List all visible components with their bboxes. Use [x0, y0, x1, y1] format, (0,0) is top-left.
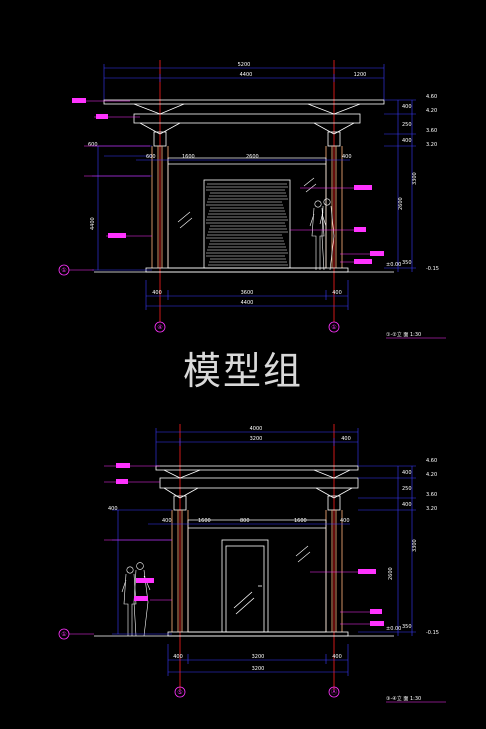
- dim-right-6: 350: [402, 260, 412, 266]
- dim-bot-1: 400: [173, 654, 183, 660]
- axis-bubble-right: ①: [331, 324, 336, 331]
- elev-2: 4.20: [426, 108, 437, 114]
- dim-right-5: 2600: [388, 567, 394, 580]
- elev-3: 3.60: [426, 128, 437, 134]
- dim-right-6: 350: [402, 624, 412, 630]
- dim-right-3: 400: [402, 502, 412, 508]
- elev-5: ±0.00: [386, 262, 401, 268]
- glass-door: [221, 539, 269, 633]
- axis-bubble-right: Ⓐ: [331, 688, 337, 696]
- dim-top-3: 400: [341, 436, 351, 442]
- axis-bubble-left: ⑤: [177, 689, 182, 696]
- roller-shutter: [203, 179, 291, 269]
- elev-1: 4.60: [426, 94, 437, 100]
- elev-1: 4.60: [426, 458, 437, 464]
- dim-right-2: 250: [402, 122, 412, 128]
- dim-top-3: 1200: [354, 72, 367, 78]
- elev-3: 3.60: [426, 492, 437, 498]
- dim-mid-4: 400: [342, 154, 352, 160]
- dim-left-2: 4400: [90, 217, 96, 230]
- dim-mid-2: 1600: [182, 154, 195, 160]
- dim-mid-1: 600: [146, 154, 156, 160]
- caption-bottom: ③-④立 面 1:30: [386, 695, 421, 702]
- people-figures: [309, 198, 335, 271]
- elev-6: -0.15: [426, 266, 439, 272]
- dim-bot-3: 400: [332, 654, 342, 660]
- dim-right-4: 3300: [412, 539, 418, 552]
- dim-mid-4: 1600: [294, 518, 307, 524]
- dim-right-5: 2600: [398, 197, 404, 210]
- roof-lower-beam: [133, 113, 361, 124]
- elev-5: ±0.00: [386, 626, 401, 632]
- caption-top: ①-②立 面 1:30: [386, 331, 421, 338]
- dim-mid-3: 2600: [246, 154, 259, 160]
- roof-top-beam: [103, 99, 385, 105]
- dim-right-3: 400: [402, 138, 412, 144]
- dim-bot-1: 400: [152, 290, 162, 296]
- axis-bubble-grid: ①: [61, 267, 66, 274]
- dim-bot-2: 3600: [241, 290, 254, 296]
- dim-top-2: 3200: [250, 436, 263, 442]
- dim-right-2: 250: [402, 486, 412, 492]
- watermark: 模型组: [182, 349, 303, 393]
- dim-mid-2: 1600: [198, 518, 211, 524]
- dim-left-1: 400: [108, 506, 118, 512]
- dim-left-1: 600: [88, 142, 98, 148]
- dim-right-1: 400: [402, 470, 412, 476]
- dim-top-2: 4400: [240, 72, 253, 78]
- dim-bot-2: 3200: [252, 654, 265, 660]
- axis-bubble-grid: ①: [61, 631, 66, 638]
- elev-4: 3.20: [426, 142, 437, 148]
- dim-right-1: 400: [402, 104, 412, 110]
- dim-bot-total: 3200: [252, 666, 265, 672]
- elev-6: -0.15: [426, 630, 439, 636]
- dim-bot-3: 400: [332, 290, 342, 296]
- dim-bot-total: 4400: [241, 300, 254, 306]
- dim-top-1: 4000: [250, 426, 263, 432]
- dim-mid-3: 800: [240, 518, 250, 524]
- elevation-top: 5200 4400 1200: [58, 60, 446, 339]
- elev-2: 4.20: [426, 472, 437, 478]
- elev-4: 3.20: [426, 506, 437, 512]
- dim-mid-1: 400: [162, 518, 172, 524]
- dim-top-1: 5200: [238, 62, 251, 68]
- axis-bubble-left: ④: [157, 324, 162, 331]
- dim-mid-5: 400: [340, 518, 350, 524]
- dim-right-4: 3300: [412, 172, 418, 185]
- elevation-bottom: 4000 3200 400: [58, 424, 446, 703]
